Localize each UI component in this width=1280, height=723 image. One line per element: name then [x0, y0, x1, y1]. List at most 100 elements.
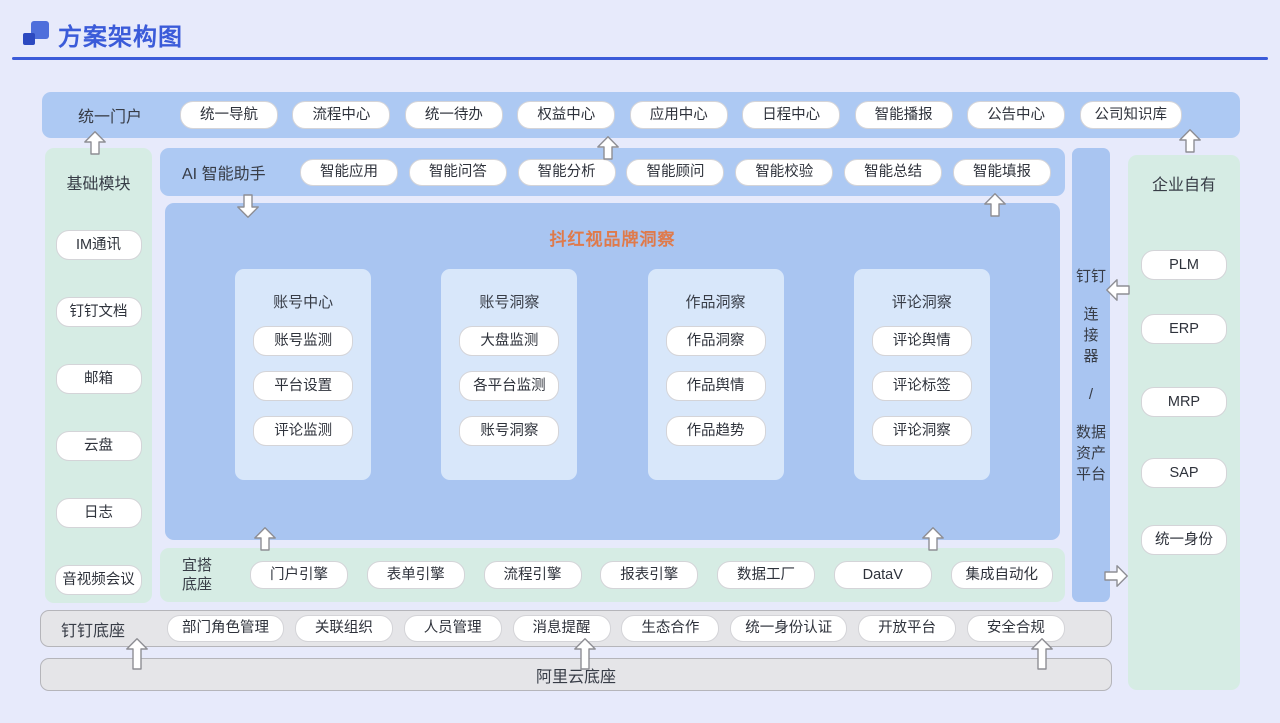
dingtalk-base-node: 关联组织 — [294, 615, 393, 642]
insight-column: 账号中心 账号监测平台设置评论监测 — [235, 269, 372, 480]
yida-node: 流程引擎 — [483, 561, 582, 589]
ai-node: 智能总结 — [844, 158, 943, 186]
insight-node: 作品洞察 — [665, 326, 766, 356]
insight-node: 评论标签 — [871, 371, 972, 401]
portal-node: 统一待办 — [404, 101, 503, 129]
enterprise-node: SAP — [1141, 458, 1227, 488]
insight-node: 作品趋势 — [665, 416, 766, 446]
yida-node: 集成自动化 — [950, 561, 1053, 589]
arrow-up-icon — [984, 193, 1006, 217]
arrow-left-icon — [1106, 279, 1130, 301]
insight-column-title: 作品洞察 — [685, 294, 746, 311]
arrow-up-icon — [922, 527, 944, 551]
dingtalk-base-node: 开放平台 — [858, 615, 957, 642]
yida-node: 报表引擎 — [600, 561, 699, 589]
yida-items: 门户引擎表单引擎流程引擎报表引擎数据工厂 DataV 集成自动化 — [250, 561, 1053, 589]
insight-node: 作品舆情 — [665, 371, 766, 401]
arrow-up-icon — [84, 131, 106, 155]
header-divider — [12, 57, 1268, 60]
ai-node: 智能填报 — [952, 158, 1051, 186]
insight-column: 作品洞察 作品洞察作品舆情作品趋势 — [647, 269, 784, 480]
dingtalk-base-node: 生态合作 — [621, 615, 720, 642]
base-module-node: IM通讯 — [55, 230, 142, 260]
aliyun-base-row: 阿里云底座 — [40, 658, 1112, 691]
connector-text-line: / — [1088, 385, 1094, 403]
base-module-node: 邮箱 — [55, 364, 142, 394]
portal-node: 应用中心 — [629, 101, 728, 129]
brand-insight-title: 抖红视品牌洞察 — [549, 230, 676, 249]
yida-node: 数据工厂 — [717, 561, 815, 589]
portal-node: 权益中心 — [517, 101, 616, 129]
page-header: 方案架构图 — [22, 17, 183, 52]
enterprise-node: MRP — [1141, 387, 1227, 417]
insight-node: 大盘监测 — [459, 326, 560, 356]
portal-node: 日程中心 — [742, 101, 841, 129]
ai-items: 智能应用智能问答智能分析智能顾问智能校验智能总结智能填报 — [300, 158, 1051, 186]
unified-portal-row: 统一门户 统一导航流程中心统一待办权益中心应用中心日程中心智能播报公告中心公司知… — [42, 92, 1240, 138]
insight-node: 评论监测 — [253, 416, 354, 446]
yida-node: 门户引擎 — [250, 561, 348, 589]
ai-assistant-label: AI 智能助手 — [182, 166, 266, 183]
insight-node: 各平台监测 — [459, 371, 560, 401]
arrow-down-icon — [237, 194, 259, 218]
portal-items: 统一导航流程中心统一待办权益中心应用中心日程中心智能播报公告中心公司知识库 — [180, 101, 1182, 129]
yida-base-label: 宜搭 底座 — [182, 557, 213, 593]
arrow-up-icon — [1031, 638, 1053, 670]
arrow-up-icon — [1179, 129, 1201, 153]
insight-column-title: 账号洞察 — [479, 294, 540, 311]
title-squares-icon — [22, 21, 49, 48]
enterprise-node: PLM — [1141, 250, 1227, 280]
dingtalk-base-node: 安全合规 — [966, 615, 1065, 642]
arrow-right-icon — [1104, 565, 1128, 587]
insight-column-title: 评论洞察 — [891, 294, 952, 311]
unified-portal-label: 统一门户 — [77, 109, 142, 126]
connector-text-line: 平台 — [1075, 465, 1106, 483]
arrow-up-icon — [597, 136, 619, 160]
ai-node: 智能应用 — [300, 158, 398, 186]
arrow-up-icon — [254, 527, 276, 551]
ai-node: 智能分析 — [517, 158, 616, 186]
insight-column: 账号洞察 大盘监测各平台监测账号洞察 — [441, 269, 578, 480]
insight-node: 平台设置 — [253, 371, 354, 401]
dingtalk-connector-strip: 钉钉连接器 / 数据资产平台 — [1072, 148, 1110, 602]
connector-text-line: 接 — [1083, 326, 1099, 344]
connector-text-line: 器 — [1083, 347, 1099, 365]
portal-node: 统一导航 — [180, 101, 278, 129]
aliyun-base-label: 阿里云底座 — [535, 668, 616, 686]
insight-column: 评论洞察 评论舆情评论标签评论洞察 — [853, 269, 990, 480]
enterprise-node: ERP — [1141, 314, 1227, 344]
insight-column-title: 账号中心 — [273, 294, 334, 311]
base-module-node: 钉钉文档 — [55, 297, 142, 327]
base-module-node: 云盘 — [55, 431, 142, 461]
brand-insight-box: 抖红视品牌洞察 账号中心 账号监测平台设置评论监测 账号洞察 大盘监测各平台监测… — [165, 203, 1060, 540]
portal-node: 公司知识库 — [1079, 101, 1182, 129]
base-module-node: 日志 — [55, 498, 142, 528]
portal-node: 公告中心 — [967, 101, 1066, 129]
base-modules-label: 基础模块 — [66, 176, 131, 193]
connector-text-line: 资产 — [1075, 444, 1106, 462]
connector-text-line: 连 — [1083, 305, 1099, 323]
ai-node: 智能问答 — [408, 158, 507, 186]
base-modules-panel: 基础模块 IM通讯钉钉文档邮箱云盘日志音视频会议 — [45, 148, 152, 603]
connector-text-line: 数据 — [1075, 423, 1106, 441]
yida-node: DataV — [833, 561, 932, 589]
arrow-up-icon — [126, 638, 148, 670]
insight-columns: 账号中心 账号监测平台设置评论监测 账号洞察 大盘监测各平台监测账号洞察 作品洞… — [165, 269, 1060, 480]
dingtalk-base-label: 钉钉底座 — [61, 622, 126, 640]
connector-text-line: 钉钉 — [1075, 267, 1106, 285]
arrow-up-icon — [574, 638, 596, 670]
dingtalk-base-row: 钉钉底座 部门角色管理关联组织人员管理消息提醒生态合作统一身份认证开放平台安全合… — [40, 610, 1112, 647]
insight-node: 账号洞察 — [459, 416, 560, 446]
yida-node: 表单引擎 — [366, 561, 465, 589]
yida-base-row: 宜搭 底座 门户引擎表单引擎流程引擎报表引擎数据工厂 DataV 集成自动化 — [160, 548, 1065, 602]
insight-node: 评论洞察 — [871, 416, 972, 446]
dingtalk-base-node: 部门角色管理 — [167, 615, 284, 642]
insight-node: 账号监测 — [253, 326, 354, 356]
dingtalk-base-node: 统一身份认证 — [730, 615, 848, 642]
base-module-node: 音视频会议 — [55, 565, 142, 595]
insight-node: 评论舆情 — [871, 326, 972, 356]
ai-node: 智能顾问 — [626, 158, 725, 186]
enterprise-node: 统一身份 — [1141, 525, 1227, 555]
